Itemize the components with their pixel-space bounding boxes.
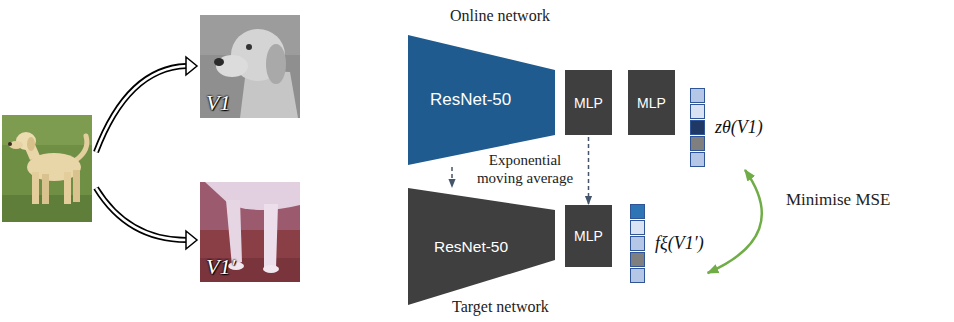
augment-arrow-inner [96,66,187,152]
vector-cell [690,136,705,151]
dog-ear [266,44,286,84]
label-wrap: Exponential moving average [469,151,581,187]
text-label: Online network [450,7,550,24]
augment-arrow-outline [96,188,186,240]
view-image: V1 [200,15,300,118]
dog-leg [73,170,80,202]
text-label: Minimise MSE [786,190,890,209]
vector-cell [690,88,705,103]
view-background [200,15,300,118]
view-one-photo [200,15,300,118]
text-label: Exponential moving average [469,151,581,187]
output-vector: zθ(V1) [690,88,763,167]
vector-cell [690,104,705,119]
dog-photo [2,115,92,222]
encoder-label: ResNet-50 [434,238,508,256]
dog-paw [263,265,279,273]
trapezoid-fill [408,35,555,165]
dog-snout [9,141,23,149]
dog-leg [32,172,39,204]
dog-nose [214,58,224,66]
view-label-wrap: V1′ [206,254,235,280]
encoder-label: ResNet-50 [430,90,511,110]
view-image: V1′ [200,182,300,282]
vector-label: fξ(V1′) [655,233,704,254]
augment-arrowhead [186,231,197,249]
mlp-label: MLP [637,95,666,111]
vector-cell [630,220,645,235]
mlp-label: MLP [574,95,603,111]
label-wrap: Minimise MSE [786,190,890,210]
grass [2,115,92,145]
augment-arrow-outline [96,66,186,152]
dog-leg [264,204,278,268]
vector-cell [690,152,705,167]
dog-leg [64,172,71,204]
text-label: Target network [452,298,549,315]
dog-leg [42,174,49,204]
grass [2,115,92,222]
trapezoid-text-wrap: ResNet-50 [434,188,508,305]
dog-tail [76,136,87,160]
vector-cell [630,236,645,251]
ema-arrow [588,137,590,204]
view-label: V1 [206,90,230,115]
dog-nose [8,142,12,146]
encoder-trapezoid: ResNet-50 [408,35,555,165]
view-background [200,182,300,282]
vector-cell [630,204,645,219]
trapezoid-text-wrap: ResNet-50 [430,35,511,165]
trapezoid-fill [408,188,555,305]
label-wrap: Online network [450,6,550,25]
dog-ear [27,137,35,151]
vector-column [690,88,705,167]
vector-cell [630,252,645,267]
label-wrap: Target network [452,297,549,316]
mse-arrow [708,170,762,273]
view-label-wrap: V1 [206,90,230,116]
mlp-box: MLP [565,70,612,135]
view-two-photo [200,182,300,282]
view-label: V1′ [206,254,235,279]
view-ground [200,230,300,282]
mlp-label: MLP [574,228,603,244]
output-vector: fξ(V1′) [630,204,704,283]
augment-arrowhead [186,57,197,75]
vector-column [630,204,645,283]
ema-arrow [451,167,453,187]
vector-cell [690,120,705,135]
augment-arrow-inner [96,188,187,240]
mlp-box: MLP [565,205,612,267]
encoder-trapezoid: ResNet-50 [408,188,555,305]
dog-eye [246,44,252,50]
mlp-box: MLP [628,70,675,135]
augmentation-arrows [96,57,197,249]
vector-label: zθ(V1) [715,117,763,138]
dog-body [205,182,300,210]
vector-cell [630,268,645,283]
